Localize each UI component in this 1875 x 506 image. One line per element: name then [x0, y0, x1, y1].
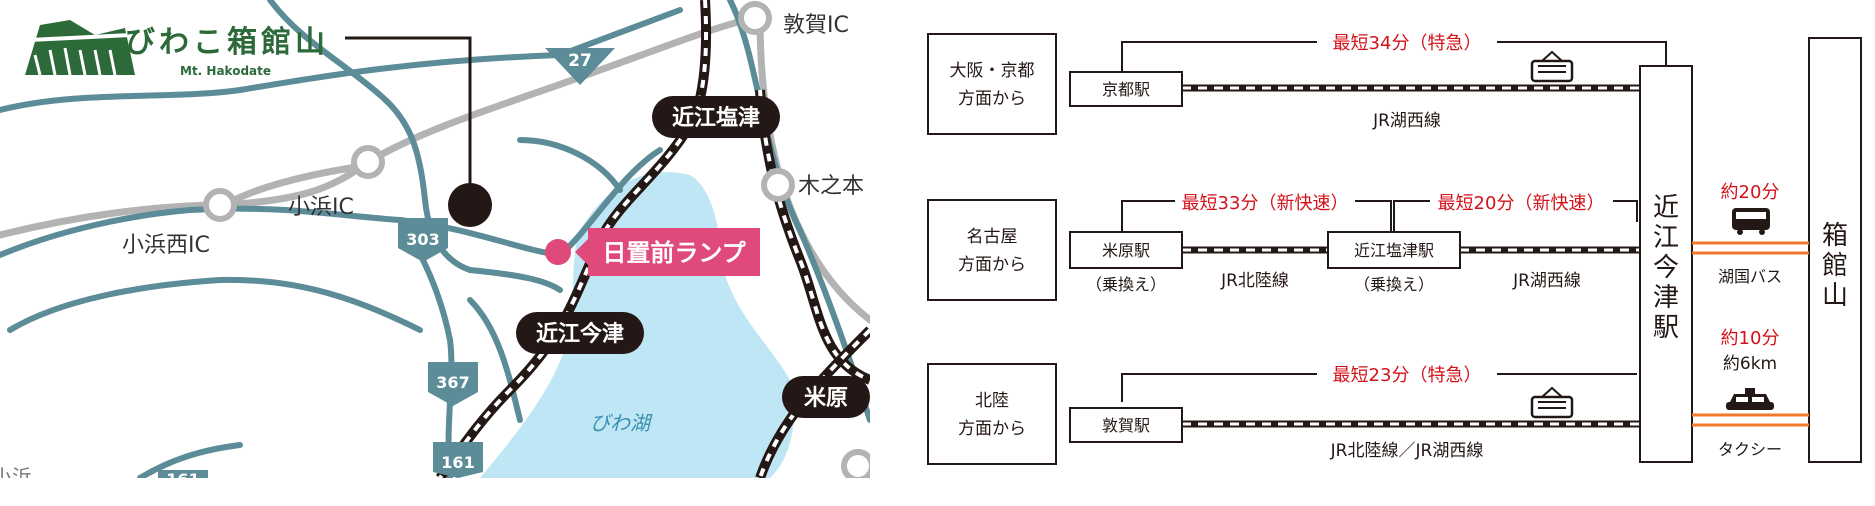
hakodate-pointer-line — [345, 36, 472, 198]
svg-text:方面から: 方面から — [958, 255, 1026, 275]
line-kosei: JR湖西線 — [1372, 111, 1441, 131]
svg-text:303: 303 — [406, 230, 439, 249]
svg-text:北陸: 北陸 — [975, 391, 1009, 411]
brand-sub: Mt. Hakodate — [180, 64, 271, 78]
line-hokuriku: JR北陸線 — [1220, 271, 1289, 291]
station-labels: 近江塩津 近江今津 米原 — [516, 96, 870, 418]
svg-text:駅: 駅 — [1653, 313, 1679, 343]
brand-name: びわこ箱館山 — [125, 25, 329, 60]
bus-time: 約20分 — [1721, 182, 1780, 203]
imazu-station-box: 近 江 今 津 駅 — [1639, 65, 1693, 463]
route-shields: 27 303 367 161 161 — [158, 48, 615, 478]
kinomoto-marker — [761, 168, 795, 202]
ic-obamanishi-marker — [203, 188, 237, 222]
line-hokuriku-kosei: JR北陸線／JR湖西線 — [1330, 441, 1484, 461]
station-maibara: 米原 — [804, 386, 848, 411]
station-omishiotsu: 近江塩津駅 — [1327, 231, 1461, 269]
svg-text:山: 山 — [1822, 281, 1848, 311]
interchange-markers — [203, 1, 870, 478]
svg-text:津: 津 — [1653, 283, 1679, 313]
bus-connector: 約20分 湖国バス — [1692, 182, 1809, 286]
time-kyoto: 最短34分（特急） — [1333, 33, 1482, 54]
svg-text:京都駅: 京都駅 — [1102, 80, 1150, 99]
route-367-shield: 367 — [428, 362, 478, 406]
svg-text:方面から: 方面から — [958, 419, 1026, 439]
origin-box-hokuriku: 北陸 方面から — [927, 363, 1057, 465]
route-303-shield: 303 — [398, 218, 448, 262]
transfer-label: （乗換え） — [1086, 275, 1166, 294]
route-161-shield-2: 161 — [158, 470, 208, 478]
taxi-connector: 約10分 約6km タクシー — [1692, 328, 1809, 459]
place-obama: 小浜 — [0, 465, 32, 478]
svg-text:敦賀駅: 敦賀駅 — [1102, 416, 1150, 435]
ic-tsuruga-marker — [738, 1, 772, 35]
mountain-logo-icon — [25, 20, 135, 75]
taxi-distance: 約6km — [1723, 354, 1777, 374]
taxi-time: 約10分 — [1721, 328, 1780, 349]
train-icon — [1530, 50, 1574, 83]
svg-text:近: 近 — [1653, 193, 1679, 223]
taxi-label: タクシー — [1718, 440, 1782, 459]
station-tsuruga: 敦賀駅 — [1069, 407, 1183, 443]
svg-text:江: 江 — [1653, 223, 1679, 253]
brand-logo: びわこ箱館山 Mt. Hakodate — [25, 20, 329, 78]
ramp-marker — [545, 239, 571, 265]
ic-obama-label: 小浜IC — [288, 195, 354, 220]
svg-text:近江塩津駅: 近江塩津駅 — [1354, 241, 1434, 260]
taxi-icon — [1726, 388, 1774, 410]
line-kosei: JR湖西線 — [1512, 271, 1581, 291]
station-kyoto: 京都駅 — [1069, 71, 1183, 107]
svg-text:方面から: 方面から — [958, 89, 1026, 109]
svg-text:館: 館 — [1822, 251, 1848, 281]
time-brackets — [1121, 41, 1667, 402]
station-maibara: 米原駅 — [1069, 231, 1183, 269]
ic-obama-marker — [351, 145, 385, 179]
ic-tsuruga-label: 敦賀IC — [783, 13, 849, 38]
train-icon — [1530, 386, 1574, 419]
transfer-label: （乗換え） — [1354, 275, 1434, 294]
local-roads — [0, 0, 870, 478]
hakodate-location-marker — [448, 183, 492, 227]
edge-marker — [841, 449, 870, 478]
svg-text:大阪・京都: 大阪・京都 — [950, 61, 1035, 81]
place-kinomoto: 木之本 — [798, 174, 864, 199]
route-161-shield: 161 — [433, 442, 483, 478]
place-biwako: びわ湖 — [590, 411, 653, 435]
svg-text:米原駅: 米原駅 — [1102, 241, 1150, 260]
route-diagram: 大阪・京都 方面から 名古屋 方面から 北陸 方面から 最短34分（特急） 最短… — [927, 33, 1862, 465]
svg-text:161: 161 — [441, 453, 474, 472]
time-tsuruga: 最短23分（特急） — [1333, 365, 1482, 386]
origin-box-osaka: 大阪・京都 方面から — [927, 33, 1057, 135]
ic-obamanishi-label: 小浜西IC — [122, 233, 210, 258]
route-27-shield: 27 — [545, 48, 615, 85]
svg-text:箱: 箱 — [1822, 221, 1848, 251]
hakodate-destination-box: 箱 館 山 — [1808, 37, 1862, 463]
svg-text:27: 27 — [568, 51, 592, 71]
svg-text:367: 367 — [436, 373, 469, 392]
bus-icon — [1732, 208, 1770, 235]
svg-text:名古屋: 名古屋 — [967, 227, 1018, 247]
rail-lines — [1182, 84, 1640, 428]
station-omishiotsu: 近江塩津 — [672, 105, 760, 131]
time-shiotsu: 最短20分（新快速） — [1438, 193, 1605, 214]
access-map: 27 303 367 161 161 びわこ箱館山 Mt. Hakodate 日… — [0, 0, 870, 478]
ramp-label: 日置前ランプ — [602, 239, 746, 267]
time-maibara: 最短33分（新快速） — [1182, 193, 1349, 214]
svg-text:161: 161 — [166, 470, 199, 478]
svg-text:今: 今 — [1653, 253, 1679, 283]
bus-label: 湖国バス — [1718, 267, 1782, 286]
origin-box-nagoya: 名古屋 方面から — [927, 199, 1057, 301]
station-omiimazu: 近江今津 — [536, 321, 624, 347]
